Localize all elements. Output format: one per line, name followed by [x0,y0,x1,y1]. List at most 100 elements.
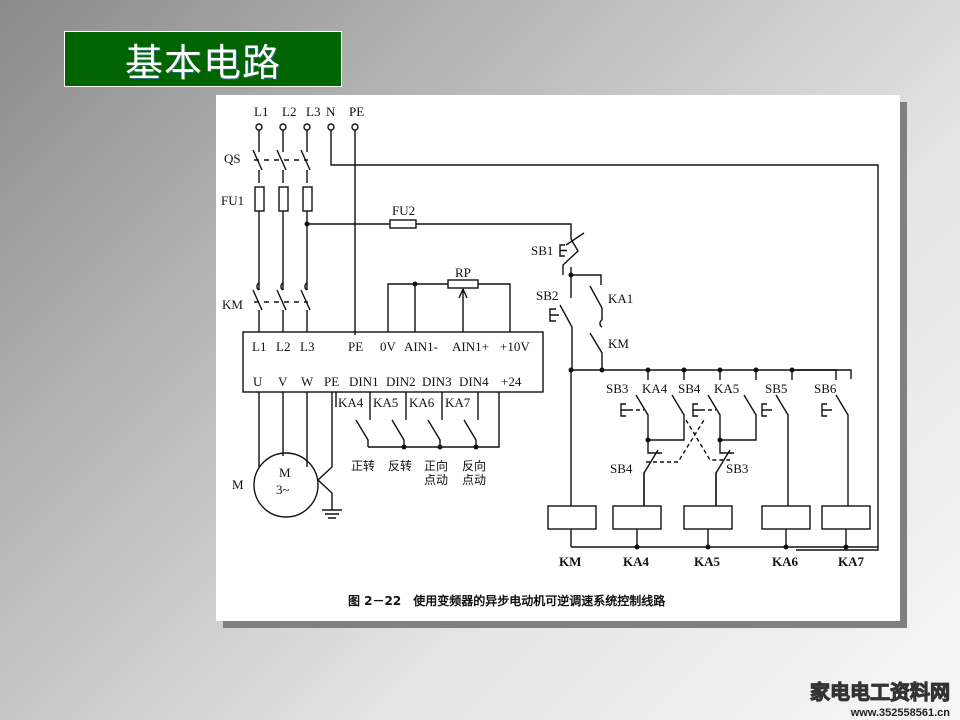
label-km-aux: KM [608,336,629,351]
fn-rev-jog-2: 点动 [462,473,486,487]
inv-ain1p: AIN1+ [452,339,489,354]
coil-label-km: KM [559,554,581,569]
inv-0v: 0V [380,339,397,354]
qs-switch [252,149,311,171]
sb3-button [635,394,649,440]
rp-wires [387,283,511,332]
din-ka7: KA7 [445,395,471,410]
fu2-fuse [389,219,417,229]
label-ka1: KA1 [608,291,633,306]
ka1-contact [589,285,603,320]
din-ka5: KA5 [373,395,398,410]
din-common-wire [368,392,500,448]
circuit-diagram-panel: L1 L2 L3 N PE QS FU1 FU2 [216,95,900,621]
label-sb4-interlock: SB4 [610,461,633,476]
coil-label-ka7: KA7 [838,554,865,569]
slide-title: 基本电路 [124,40,281,85]
label-qs: QS [224,151,241,166]
supply-terminals [255,123,359,131]
inv-u: U [253,374,263,389]
km-contact-hooks [256,282,308,291]
neutral-wire [330,130,879,551]
fu1-fuses [254,186,313,212]
label-sb3-interlock: SB3 [726,461,748,476]
rp-potentiometer [447,279,479,289]
sb1-stop-button [562,238,579,275]
coil-ka7 [821,505,871,530]
coil-label-ka5: KA5 [694,554,721,569]
inv-24v: +24 [501,374,522,389]
label-ka4-contact: KA4 [642,381,668,396]
fn-reverse: 反转 [388,458,412,473]
label-ka5-contact: KA5 [714,381,739,396]
inv-din3: DIN3 [422,374,452,389]
sb2-start-button [559,304,573,370]
watermark: 家电电工资料网 www.352558561.cn [810,676,951,720]
inv-din2: DIN2 [386,374,416,389]
watermark-site-name: 家电电工资料网 [810,680,951,705]
bus-nodes [568,367,795,373]
din-ka4: KA4 [338,395,364,410]
label-km: KM [222,297,243,312]
inv-pe-top: PE [348,339,363,354]
inv-v: V [278,374,288,389]
coil-label-ka6: KA6 [772,554,799,569]
interlock-dashed-links [646,419,730,463]
inv-w: W [301,374,314,389]
label-l3: L3 [306,104,320,119]
inv-ain1m: AIN1- [404,339,438,354]
sb4-interlock-contact [643,440,662,506]
inverter-box [242,331,544,393]
coil-label-ka4: KA4 [623,554,650,569]
coil-km [547,505,597,530]
inv-l3: L3 [300,339,314,354]
circuit-diagram: L1 L2 L3 N PE QS FU1 FU2 [221,104,879,608]
label-pe: PE [349,104,364,119]
coil-ka5 [683,505,733,530]
label-fu2: FU2 [392,203,415,218]
control-bus [571,369,852,379]
motor-wires [258,392,308,467]
inv-din1: DIN1 [349,374,379,389]
motor-inner-3phase: 3~ [276,482,290,497]
fn-forward: 正转 [351,458,375,473]
label-sb2: SB2 [536,288,558,303]
motor-inner-m: M [279,465,291,480]
ground-icon [322,509,342,519]
inv-10v: +10V [500,339,530,354]
km-main-contacts [252,289,311,311]
motor-symbol [253,452,319,518]
din-ka6: KA6 [409,395,435,410]
label-sb4: SB4 [678,381,701,396]
figure-caption: 图 2－22 使用变频器的异步电动机可逆调速系统控制线路 [348,593,666,608]
label-fu1: FU1 [221,193,244,208]
supply-wires [258,130,308,152]
km-aux-contact [589,332,603,370]
inv-l2: L2 [276,339,290,354]
coil-ka6 [761,505,811,530]
label-rp: RP [455,265,471,280]
motor-ground-wire [316,392,333,510]
watermark-url: www.352558561.cn [850,707,950,719]
label-sb6: SB6 [814,381,837,396]
fn-fwd-jog-2: 点动 [424,473,448,487]
label-motor: M [232,477,244,492]
sb1-push-icon [559,244,567,257]
inv-pe-bottom: PE [324,374,339,389]
label-l1: L1 [254,104,268,119]
fn-fwd-jog-1: 正向 [424,458,448,473]
coil-return-bus [570,529,878,548]
label-sb3: SB3 [606,381,628,396]
sb2-push-icon [549,308,559,322]
ka5-holding-contact [720,394,757,441]
inv-din4: DIN4 [459,374,489,389]
label-n: N [326,104,336,119]
coil-ka4 [612,505,662,530]
inv-l1: L1 [252,339,266,354]
coils [547,505,871,530]
sb6-jog-button [835,394,849,506]
slide-title-box: 基本电路 [64,31,342,87]
label-l2: L2 [282,104,296,119]
label-sb5: SB5 [765,381,787,396]
ka4-holding-contact [648,394,685,441]
